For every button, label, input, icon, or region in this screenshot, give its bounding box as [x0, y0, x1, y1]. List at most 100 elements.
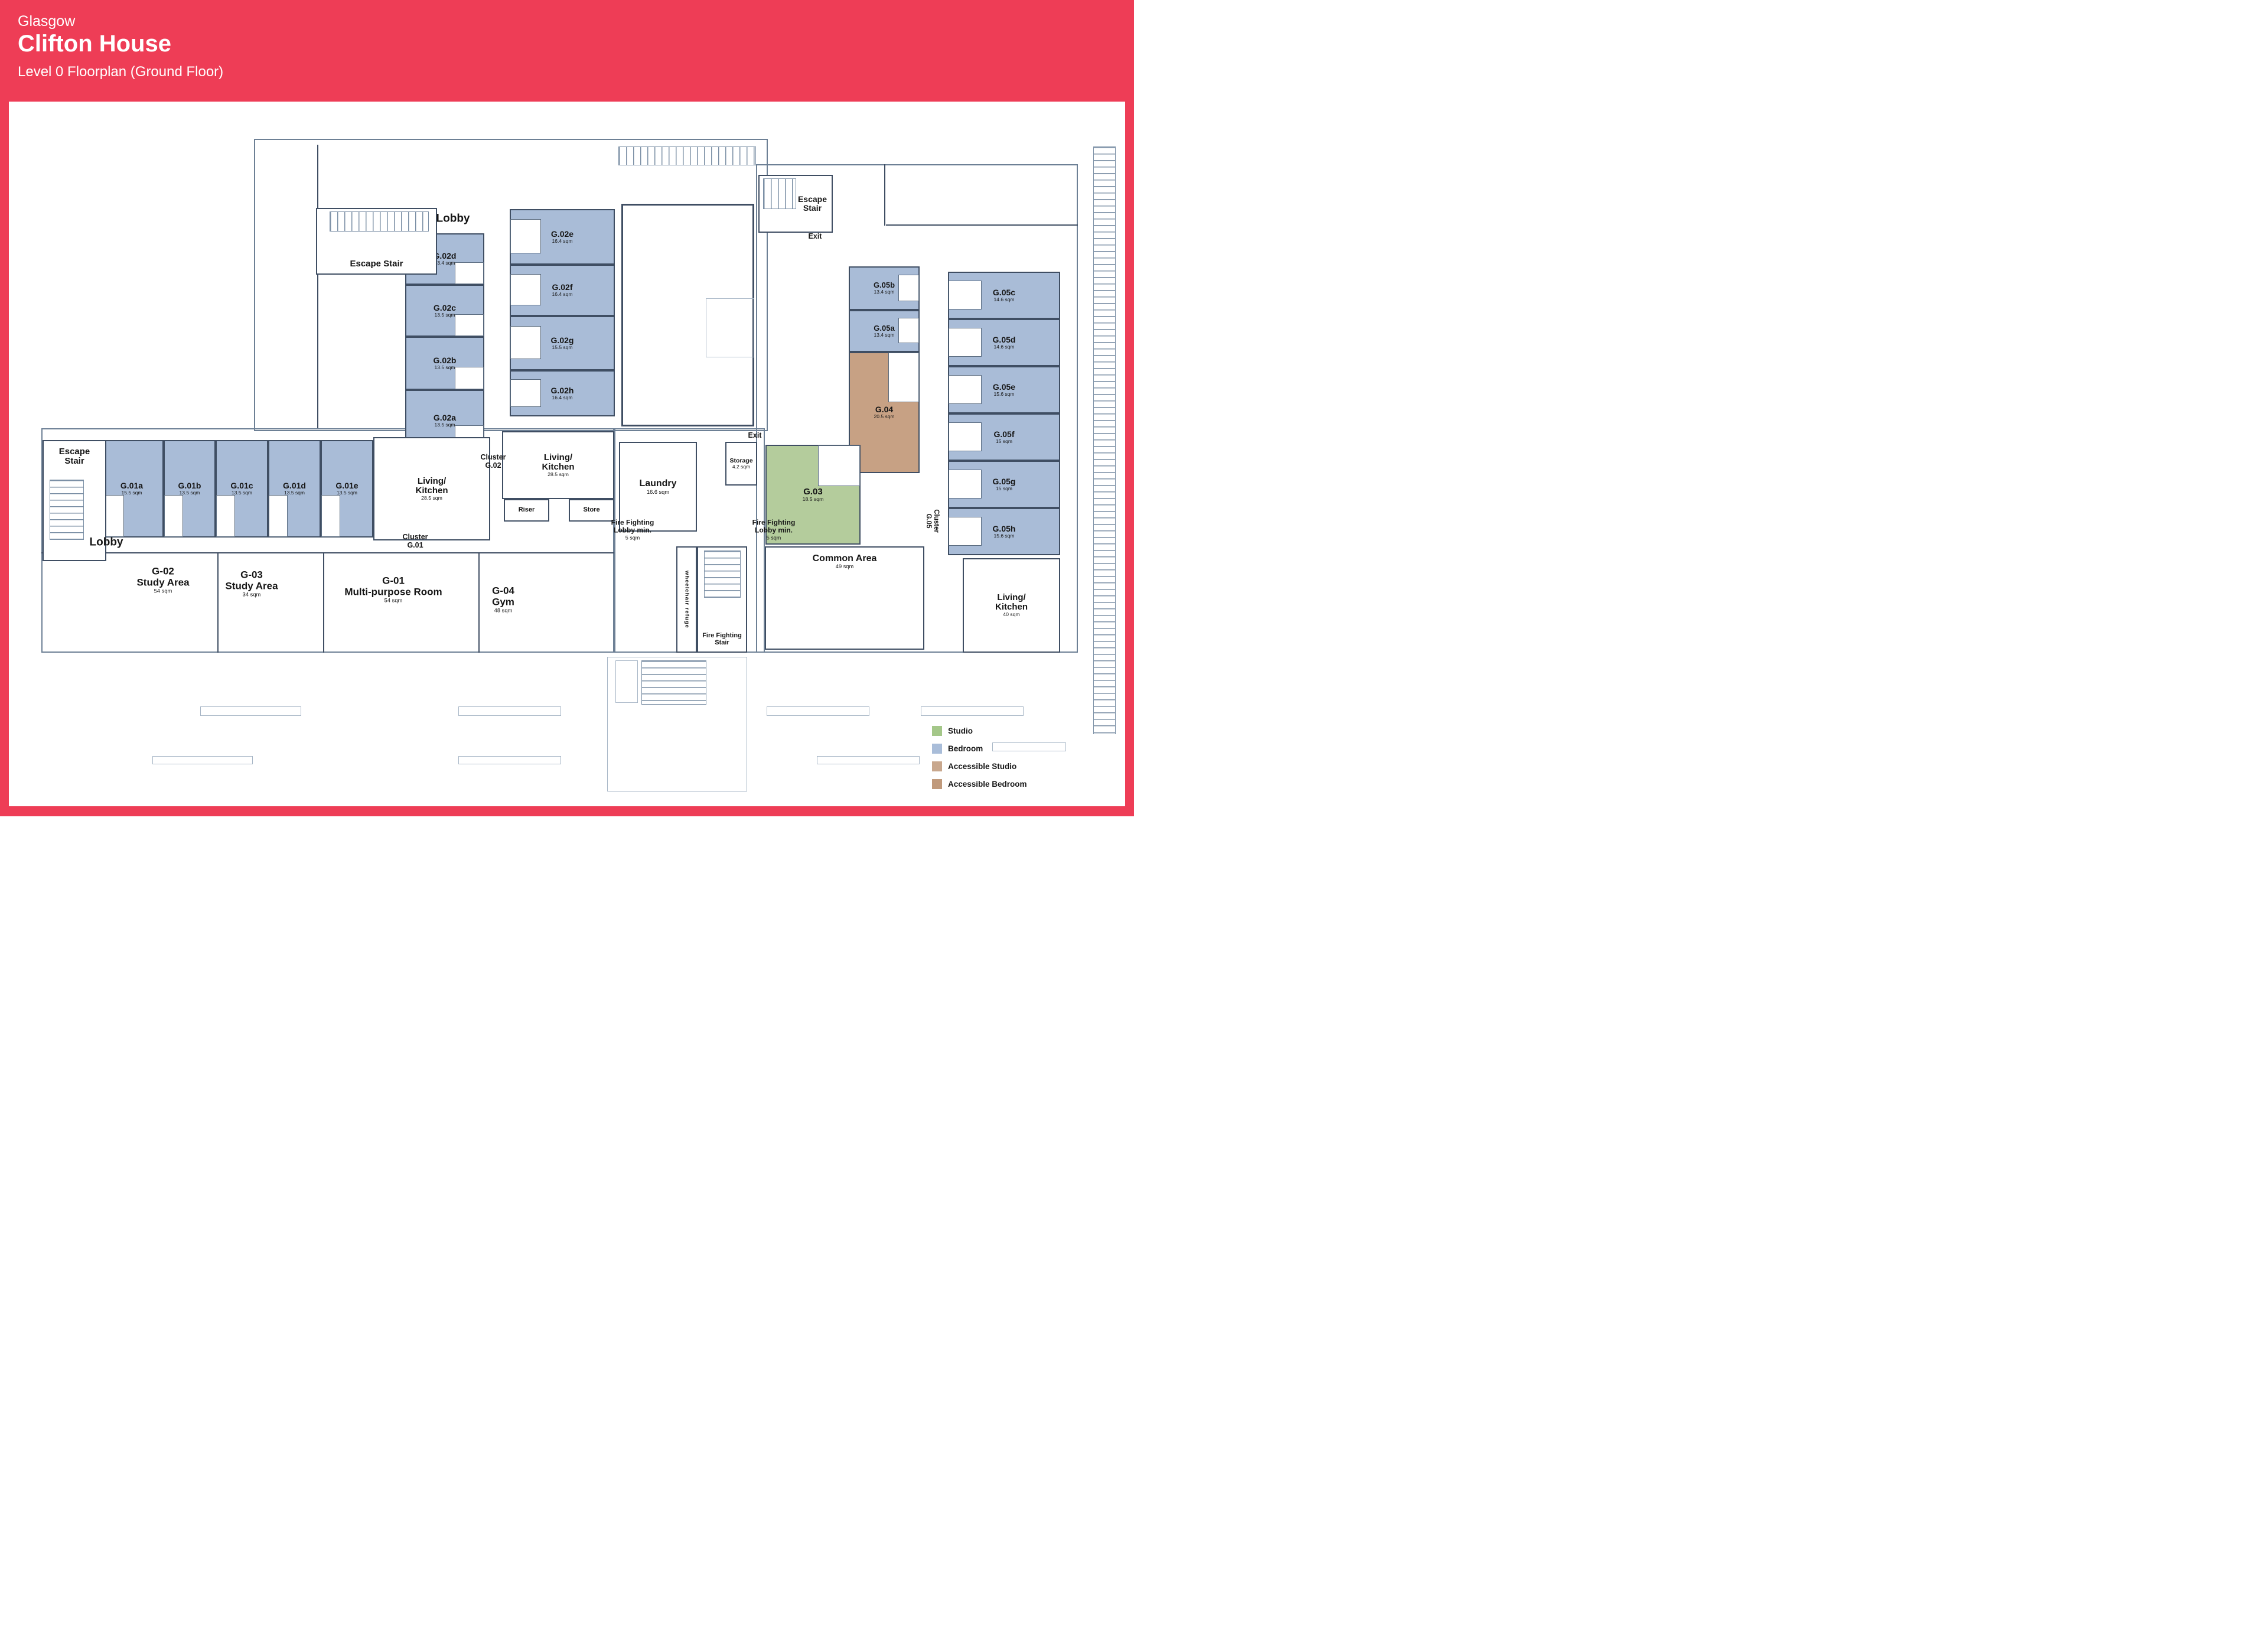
wall-segment	[886, 224, 1078, 226]
wall-segment	[317, 145, 318, 428]
legend-swatch-bedroom	[932, 743, 942, 754]
room-area: 16.4 sqm	[552, 291, 573, 298]
zone-area: 54 sqm	[154, 588, 172, 594]
bathroom-pod	[454, 314, 484, 336]
legend-label: Accessible Studio	[948, 761, 1017, 771]
room-id: G.05d	[992, 334, 1016, 344]
legend-bar	[992, 742, 1066, 751]
wall-segment	[884, 164, 885, 226]
stair-treads-firefighting	[704, 550, 741, 598]
room-id: G.01e	[335, 481, 359, 491]
room-area: 14.6 sqm	[993, 296, 1015, 302]
room-id: Living/ Kitchen	[542, 452, 575, 472]
bathroom-pod	[510, 325, 542, 360]
room-area: 15 sqm	[996, 485, 1012, 491]
room-id: G.02f	[552, 282, 573, 292]
room-area: 13.5 sqm	[434, 422, 455, 428]
stair-treads-topleft	[330, 211, 429, 232]
room-area: 14.6 sqm	[993, 343, 1015, 350]
legend-label: Studio	[948, 726, 973, 735]
room-area: 13.5 sqm	[337, 490, 357, 496]
bathroom-pod	[949, 280, 982, 310]
bathroom-pod	[949, 422, 982, 451]
room-id: G.02g	[550, 335, 574, 345]
room-area: 15 sqm	[996, 438, 1012, 444]
room-id: Riser	[518, 506, 535, 514]
room-area: 13.5 sqm	[232, 490, 252, 496]
room-id: Living/ Kitchen	[995, 592, 1028, 613]
wall-segment	[41, 552, 614, 553]
zone-area: 5 sqm	[766, 535, 781, 541]
room-area: 15.5 sqm	[121, 490, 142, 496]
zone-cluster-g02: Cluster G.02	[480, 453, 506, 470]
room-label: Store	[583, 506, 600, 514]
room-id: Escape Stair	[797, 194, 827, 213]
room-id: Store	[583, 506, 600, 514]
window-well	[458, 756, 561, 764]
room-area: 15.5 sqm	[552, 344, 573, 350]
bathroom-pod	[949, 516, 982, 546]
wing-central	[254, 139, 768, 431]
zone-area: 48 sqm	[494, 607, 513, 614]
room-area: 28.5 sqm	[421, 494, 442, 501]
room-id: G.01d	[283, 481, 306, 491]
room-id: G.01a	[120, 481, 144, 491]
legend-item-studio: Studio	[932, 725, 1068, 736]
courtyard	[621, 204, 754, 426]
room-id: Fire Fighting Stair	[702, 632, 742, 647]
room-area: 13.5 sqm	[434, 364, 455, 370]
zone-exit-top: Exit	[808, 232, 822, 240]
room-id: Storage	[729, 457, 753, 464]
room-id: G.03	[803, 486, 823, 497]
window-well	[767, 706, 869, 716]
floorplan-page: Glasgow Clifton House Level 0 Floorplan …	[0, 0, 1134, 816]
room-label: wheelchair refuge	[683, 571, 690, 628]
room-id: Common Area	[812, 553, 877, 563]
legend-label: Accessible Bedroom	[948, 779, 1027, 789]
room-area: 28.5 sqm	[548, 471, 569, 477]
room-id: Laundry	[639, 478, 677, 489]
room-area: 20.5 sqm	[874, 413, 895, 420]
room-area: 13.5 sqm	[179, 490, 200, 496]
bathroom-pod	[321, 495, 341, 537]
external-stair-block	[607, 657, 747, 791]
room-area: 4.2 sqm	[732, 464, 751, 470]
legend-swatch-accessible_studio	[932, 761, 942, 771]
room-area: 13.5 sqm	[284, 490, 305, 496]
bathroom-pod	[898, 274, 919, 301]
legend-item-accessible_studio: Accessible Studio	[932, 761, 1068, 771]
bathroom-pod	[949, 327, 982, 357]
bathroom-pod	[818, 445, 860, 487]
room-area: 13.4 sqm	[874, 331, 895, 338]
wall-segment	[323, 552, 324, 653]
room-id: G.05g	[992, 476, 1016, 486]
canopy-hatch	[618, 146, 756, 165]
